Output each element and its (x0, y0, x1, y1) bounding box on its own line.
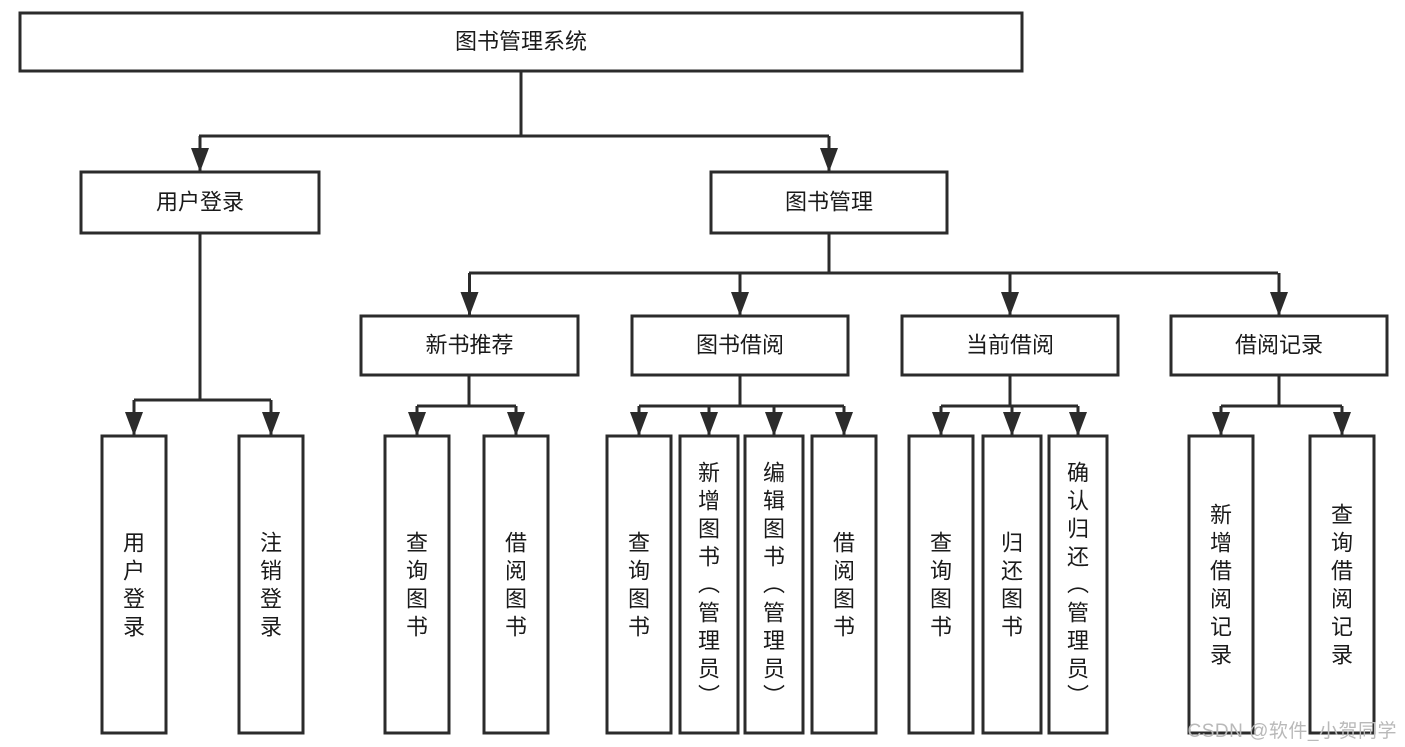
node-leaf-query-book-1[interactable]: 查询图书 (383, 434, 451, 735)
node-label-book-manage: 图书管理 (785, 189, 873, 214)
arrow-head-icon (820, 148, 838, 172)
arrow-head-icon (1069, 412, 1087, 436)
arrow-head-icon (460, 292, 479, 316)
node-leaf-return-book[interactable]: 归还图书 (981, 434, 1043, 735)
node-label-leaf-query-borrow-record: 查询借阅记录 (1331, 502, 1353, 667)
node-box-leaf-edit-book-admin[interactable] (743, 434, 805, 735)
connector-layer (125, 71, 1351, 436)
node-box-user-login[interactable] (79, 170, 321, 235)
node-box-leaf-confirm-return-admin[interactable] (1047, 434, 1109, 735)
node-label-leaf-add-borrow-record: 新增借阅记录 (1210, 502, 1232, 667)
node-box-book-borrow[interactable] (630, 314, 850, 377)
arrow-head-icon (932, 412, 950, 436)
arrow-head-icon (1270, 292, 1288, 316)
node-label-leaf-edit-book-admin: 编辑图书（管理员） (763, 460, 785, 709)
arrow-head-icon (1333, 412, 1351, 436)
node-box-book-manage[interactable] (709, 170, 949, 235)
node-label-leaf-confirm-return-admin: 确认归还（管理员） (1067, 460, 1089, 709)
arrow-head-icon (262, 412, 280, 436)
arrow-head-icon (1212, 412, 1230, 436)
node-book-borrow[interactable]: 图书借阅 (630, 314, 850, 377)
node-label-book-borrow: 图书借阅 (696, 332, 784, 357)
node-label-root: 图书管理系统 (455, 29, 587, 54)
node-label-user-login: 用户登录 (156, 189, 244, 214)
node-box-leaf-query-borrow-record[interactable] (1308, 434, 1376, 735)
node-layer: 图书管理系统用户登录图书管理新书推荐图书借阅当前借阅借阅记录用户登录注销登录查询… (18, 11, 1389, 735)
arrow-head-icon (765, 412, 783, 436)
node-box-new-book-recommend[interactable] (359, 314, 580, 377)
node-box-leaf-add-borrow-record[interactable] (1187, 434, 1255, 735)
arrow-head-icon (835, 412, 853, 436)
node-box-leaf-return-book[interactable] (981, 434, 1043, 735)
arrow-head-icon (1003, 412, 1021, 436)
node-leaf-add-borrow-record[interactable]: 新增借阅记录 (1187, 434, 1255, 735)
node-new-book-recommend[interactable]: 新书推荐 (359, 314, 580, 377)
node-leaf-query-borrow-record[interactable]: 查询借阅记录 (1308, 434, 1376, 735)
node-label-leaf-borrow-book-1: 借阅图书 (505, 530, 527, 639)
node-box-leaf-add-book-admin[interactable] (678, 434, 740, 735)
node-box-leaf-logout[interactable] (237, 434, 305, 735)
node-user-login[interactable]: 用户登录 (79, 170, 321, 235)
node-label-current-borrow: 当前借阅 (966, 332, 1054, 357)
node-leaf-borrow-book-2[interactable]: 借阅图书 (810, 434, 878, 735)
node-label-leaf-query-book-3: 查询图书 (930, 530, 952, 639)
node-box-root[interactable] (18, 11, 1024, 73)
node-leaf-confirm-return-admin[interactable]: 确认归还（管理员） (1047, 434, 1109, 735)
arrow-head-icon (125, 412, 143, 436)
arrow-head-icon (630, 412, 648, 436)
arrow-head-icon (731, 292, 749, 316)
node-borrow-record[interactable]: 借阅记录 (1169, 314, 1389, 377)
node-current-borrow[interactable]: 当前借阅 (900, 314, 1120, 377)
node-leaf-logout[interactable]: 注销登录 (237, 434, 305, 735)
arrow-head-icon (1001, 292, 1019, 316)
node-leaf-add-book-admin[interactable]: 新增图书（管理员） (678, 434, 740, 735)
node-box-leaf-borrow-book-2[interactable] (810, 434, 878, 735)
node-leaf-borrow-book-1[interactable]: 借阅图书 (482, 434, 550, 735)
node-leaf-user-login[interactable]: 用户登录 (100, 434, 168, 735)
node-box-current-borrow[interactable] (900, 314, 1120, 377)
node-label-borrow-record: 借阅记录 (1235, 332, 1323, 357)
node-leaf-edit-book-admin[interactable]: 编辑图书（管理员） (743, 434, 805, 735)
node-label-leaf-borrow-book-2: 借阅图书 (833, 530, 855, 639)
node-leaf-query-book-3[interactable]: 查询图书 (907, 434, 975, 735)
node-book-manage[interactable]: 图书管理 (709, 170, 949, 235)
node-box-leaf-query-book-3[interactable] (907, 434, 975, 735)
node-root[interactable]: 图书管理系统 (18, 11, 1024, 73)
arrow-head-icon (700, 412, 718, 436)
node-box-borrow-record[interactable] (1169, 314, 1389, 377)
node-label-leaf-query-book-1: 查询图书 (406, 530, 428, 639)
node-label-leaf-user-login: 用户登录 (123, 530, 145, 639)
node-leaf-query-book-2[interactable]: 查询图书 (605, 434, 673, 735)
node-box-leaf-borrow-book-1[interactable] (482, 434, 550, 735)
node-label-leaf-logout: 注销登录 (260, 530, 282, 639)
node-label-leaf-add-book-admin: 新增图书（管理员） (698, 460, 720, 709)
arrow-head-icon (408, 412, 426, 436)
node-label-new-book-recommend: 新书推荐 (425, 332, 513, 357)
node-box-leaf-query-book-1[interactable] (383, 434, 451, 735)
node-label-leaf-return-book: 归还图书 (1001, 530, 1023, 639)
arrow-head-icon (507, 412, 525, 436)
node-label-leaf-query-book-2: 查询图书 (628, 530, 650, 639)
node-box-leaf-user-login[interactable] (100, 434, 168, 735)
arrow-head-icon (191, 148, 209, 172)
node-box-leaf-query-book-2[interactable] (605, 434, 673, 735)
